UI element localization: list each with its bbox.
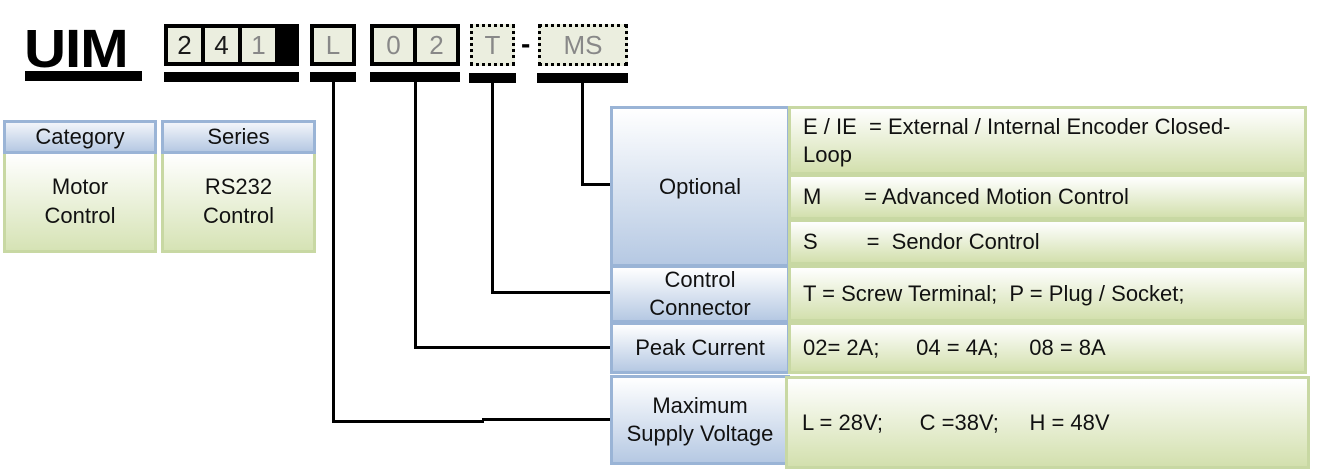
series-value-line: Control <box>203 203 274 228</box>
series-value-line: RS232 <box>204 174 273 199</box>
voltage-code-bar <box>310 72 356 82</box>
max-supply-voltage-value-text: L = 28V; C =38V; H = 48V <box>802 409 1110 435</box>
category-value-line: Motor <box>51 174 109 199</box>
optional-row-motion: M = Advanced Motion Control <box>788 174 1307 220</box>
optional-row-sensor: S = Sendor Control <box>788 219 1307 265</box>
connector-code-box: T <box>470 24 515 66</box>
optional-row-sensor-text: S = Sendor Control <box>803 229 1040 254</box>
series-digit: 4 <box>205 28 238 62</box>
current-digit: 0 <box>374 28 413 62</box>
connector-connector-line <box>491 291 612 294</box>
series-card-body: RS232 Control <box>164 154 313 250</box>
category-card-body: Motor Control <box>6 154 154 250</box>
max-supply-voltage-label: Maximum Supply Voltage <box>610 375 790 465</box>
category-card-header: Category <box>3 120 157 154</box>
series-code-bar <box>164 72 299 82</box>
optional-row-encoder-text: E / IE = External / Internal Encoder Clo… <box>803 113 1231 167</box>
peak-current-value: 02= 2A; 04 = 4A; 08 = 8A <box>788 322 1307 374</box>
peak-current-label: Peak Current <box>610 322 790 374</box>
max-supply-voltage-label-line: Maximum <box>652 393 748 418</box>
max-supply-voltage-value: L = 28V; C =38V; H = 48V <box>785 376 1310 469</box>
optional-connector-line <box>581 80 584 186</box>
optional-row-encoder: E / IE = External / Internal Encoder Clo… <box>788 106 1307 175</box>
peak-current-value-text: 02= 2A; 04 = 4A; 08 = 8A <box>803 335 1106 360</box>
voltage-connector-line <box>332 80 335 423</box>
control-connector-value-text: T = Screw Terminal; P = Plug / Socket; <box>803 280 1185 306</box>
current-connector-line <box>414 80 417 349</box>
category-value-line: Control <box>44 203 116 228</box>
connector-connector-line <box>491 80 494 294</box>
current-code-group: 0 2 <box>370 24 460 66</box>
current-code-bar <box>370 72 460 82</box>
voltage-digit: L <box>314 28 352 62</box>
voltage-connector-line <box>482 418 612 421</box>
prefix-underline <box>25 71 142 81</box>
product-prefix: UIM <box>24 19 129 79</box>
optional-row-motion-text: M = Advanced Motion Control <box>803 184 1129 209</box>
control-connector-label: Control Connector <box>610 265 790 323</box>
code-separator: - <box>521 28 531 59</box>
voltage-code-group: L <box>310 24 356 66</box>
current-digit: 2 <box>417 28 456 62</box>
optional-code-bar <box>537 73 628 83</box>
category-card: Category Motor Control <box>3 120 157 253</box>
series-card-header: Series <box>161 120 316 154</box>
max-supply-voltage-label-line: Supply Voltage <box>626 421 774 446</box>
series-digit: 1 <box>242 28 275 62</box>
connector-code-bar <box>469 73 516 83</box>
series-code-group: 2 4 1 <box>164 24 299 66</box>
series-card: Series RS232 Control <box>161 120 316 253</box>
series-digit: 2 <box>168 28 201 62</box>
optional-label: Optional <box>610 106 790 267</box>
voltage-connector-line <box>332 420 484 423</box>
current-connector-line <box>414 346 612 349</box>
optional-connector-line <box>581 183 612 186</box>
optional-code-box: MS <box>538 24 628 66</box>
control-connector-value: T = Screw Terminal; P = Plug / Socket; <box>788 265 1307 322</box>
